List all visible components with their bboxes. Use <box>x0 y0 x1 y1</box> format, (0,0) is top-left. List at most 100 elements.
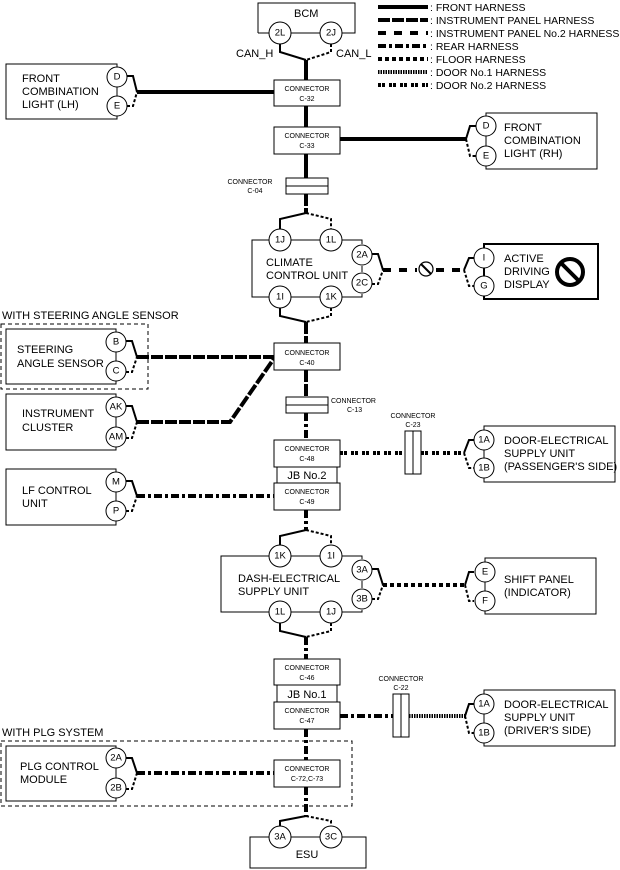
unit-label: LIGHT (RH) <box>504 148 562 160</box>
branch <box>126 405 138 423</box>
branch <box>463 269 474 287</box>
active-driving-display: ACTIVE DRIVING DISPLAY I G <box>473 243 599 300</box>
pin-label: 1A <box>478 435 490 446</box>
climate-box <box>251 239 363 298</box>
dash-electrical-supply-unit: DASH-ELECTRICAL SUPPLY UNIT 1K 1I 1L 1J … <box>220 544 373 624</box>
pin-1B <box>473 722 495 744</box>
connector-title: CONNECTOR <box>285 86 330 93</box>
legend-label: : DOOR No.1 HARNESS <box>430 67 546 79</box>
unit-label: SUPPLY UNIT <box>504 448 575 460</box>
unit-label: STEERING <box>17 344 73 356</box>
climate-control-unit: CLIMATE CONTROL UNIT 1J 1L 1I 1K 2A 2C <box>251 228 373 309</box>
front-light-rh-box <box>485 112 598 170</box>
connector-id: C-47 <box>299 718 314 725</box>
legend-label: : FLOOR HARNESS <box>430 54 526 66</box>
unit-label: SHIFT PANEL <box>504 574 574 586</box>
bcm-box <box>257 2 356 34</box>
branch <box>465 125 476 140</box>
unit-label: (INDICATOR) <box>504 587 571 599</box>
pin-3A <box>268 825 292 849</box>
branch <box>279 623 307 638</box>
steering-angle-sensor: STEERING ANGLE SENSOR B C <box>5 328 127 385</box>
bcm-unit: BCM 2L 2J CAN_H CAN_L <box>236 2 371 60</box>
connector-title: CONNECTOR <box>379 676 424 683</box>
steering-group-frame <box>0 323 149 390</box>
pin-I <box>473 247 495 269</box>
branch <box>372 584 384 600</box>
prohibited-slash <box>559 261 581 283</box>
dash-box <box>220 555 363 613</box>
steering-group-label: WITH STEERING ANGLE SENSOR <box>2 310 179 322</box>
unit-label: DOOR-ELECTRICAL <box>504 699 609 711</box>
legend-label: : DOOR No.2 HARNESS <box>430 80 546 92</box>
plg-group-label: WITH PLG SYSTEM <box>2 727 103 739</box>
connector-id: C-48 <box>299 456 314 463</box>
unit-label: COMBINATION <box>22 86 99 98</box>
pin-label: 1J <box>275 235 285 246</box>
pin-label: 1K <box>274 551 286 562</box>
esu-unit: 3A 3C ESU <box>249 825 367 869</box>
pin-label: E <box>482 567 488 578</box>
pin-label: 2B <box>110 783 122 794</box>
branch <box>464 703 474 717</box>
pin-1I <box>319 544 343 568</box>
branch <box>463 439 474 454</box>
pin-label: 3A <box>274 832 286 843</box>
unit-label: COMBINATION <box>504 135 581 147</box>
adu-box <box>483 243 599 300</box>
pin-label: 2A <box>356 250 368 261</box>
branch <box>127 75 138 93</box>
connector-c33 <box>273 126 341 155</box>
branch <box>465 138 476 157</box>
pin-label: M <box>112 477 120 488</box>
front-light-lh: FRONT COMBINATION LIGHT (LH) D E <box>5 63 128 120</box>
pin-label: AK <box>110 402 123 413</box>
connector-c46 <box>273 658 341 686</box>
pin-label: F <box>482 596 488 607</box>
pin-label: 3C <box>325 832 337 843</box>
pin-E <box>474 561 496 583</box>
connector-title: CONNECTOR <box>228 179 273 186</box>
unit-label: ACTIVE <box>504 253 544 265</box>
unit-label: CLUSTER <box>22 422 73 434</box>
pin-label: 1A <box>478 699 490 710</box>
unit-label: MODULE <box>20 774 67 786</box>
not-used-icon <box>418 261 434 277</box>
branch <box>126 757 138 774</box>
legend-label: : FRONT HARNESS <box>430 2 525 14</box>
unit-label: LIGHT (LH) <box>22 99 79 111</box>
door-unit-driver: DOOR-ELECTRICAL SUPPLY UNIT (DRIVER'S SI… <box>473 689 616 747</box>
connector-title: CONNECTOR <box>285 708 330 715</box>
connector-title: CONNECTOR <box>285 350 330 357</box>
branch <box>279 529 307 546</box>
connector-id: C-72,C-73 <box>291 776 323 783</box>
pin-label: E <box>114 101 120 112</box>
unit-label: FRONT <box>504 122 542 134</box>
connector-title: CONNECTOR <box>331 398 376 405</box>
lf-control-box <box>5 468 117 526</box>
unit-label: LF CONTROL <box>22 485 92 497</box>
door-unit-passenger: DOOR-ELECTRICAL SUPPLY UNIT (PASSENGER'S… <box>473 425 617 483</box>
pin-3C <box>319 825 343 849</box>
pin-label: 1B <box>478 728 490 739</box>
pin-label: 1I <box>327 551 335 562</box>
unit-label: FRONT <box>22 73 60 85</box>
pin-label: 1L <box>275 607 286 618</box>
connector-title: CONNECTOR <box>285 446 330 453</box>
plg-box <box>5 745 117 802</box>
pin-G <box>473 275 495 297</box>
connector-id: C-49 <box>299 499 314 506</box>
branch <box>126 480 138 497</box>
connector-c47 <box>273 701 341 730</box>
pin-1A <box>473 429 495 451</box>
connector-id: C-04 <box>247 188 262 195</box>
pin-1K <box>268 544 292 568</box>
connector-id: C-32 <box>299 96 314 103</box>
lf-control-unit: LF CONTROL UNIT M P <box>5 468 127 526</box>
instrument-cluster: INSTRUMENT CLUSTER AK AM <box>5 393 127 451</box>
branch <box>372 269 384 285</box>
prohibited-icon <box>555 257 585 287</box>
door-drv-box <box>483 689 616 747</box>
unit-label: DOOR-ELECTRICAL <box>504 435 609 447</box>
